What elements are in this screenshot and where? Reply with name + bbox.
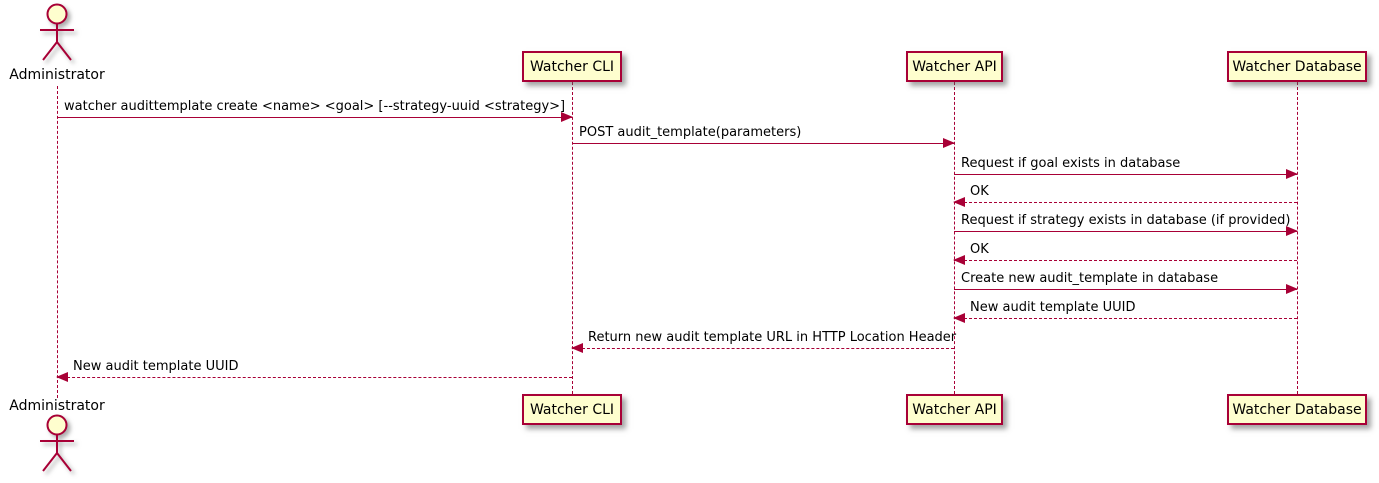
lifeline-watcher-database	[1297, 82, 1298, 394]
participant-watcher-database-top: Watcher Database	[1227, 51, 1367, 82]
arrowhead-left-icon	[953, 255, 965, 265]
participant-watcher-api-bottom: Watcher API	[906, 394, 1003, 425]
message-8: New audit template UUID	[953, 300, 1297, 323]
message-7: Create new audit_template in database	[954, 271, 1298, 294]
message-label: Request if goal exists in database	[961, 156, 1181, 171]
message-9: Return new audit template URL in HTTP Lo…	[571, 330, 957, 353]
message-label: OK	[970, 242, 989, 257]
lifeline-watcher-cli	[572, 82, 573, 394]
participant-label: Watcher API	[912, 58, 997, 75]
arrowhead-right-icon	[561, 112, 573, 122]
message-label: Create new audit_template in database	[961, 271, 1219, 286]
message-label: New audit template UUID	[970, 300, 1136, 315]
participant-label: Watcher Database	[1232, 401, 1362, 418]
lifeline-administrator	[57, 86, 58, 398]
message-label: OK	[970, 184, 989, 199]
arrowhead-right-icon	[943, 138, 955, 148]
arrowhead-left-icon	[953, 197, 965, 207]
actor-label-administrator-bottom: Administrator	[9, 398, 105, 414]
participant-label: Watcher Database	[1232, 58, 1362, 75]
arrowhead-left-icon	[571, 343, 583, 353]
message-6: OK	[953, 242, 1297, 265]
message-label: Request if strategy exists in database (…	[961, 213, 1291, 228]
participant-label: Watcher CLI	[529, 401, 615, 418]
message-label: POST audit_template(parameters)	[579, 125, 802, 140]
participant-label: Watcher CLI	[529, 58, 615, 75]
lifeline-watcher-api	[954, 82, 955, 394]
arrowhead-right-icon	[1286, 226, 1298, 236]
message-5: Request if strategy exists in database (…	[954, 213, 1298, 236]
administrator-actor-icon	[40, 3, 74, 61]
participant-watcher-cli-bottom: Watcher CLI	[522, 394, 622, 425]
message-label: watcher audittemplate create <name> <goa…	[64, 99, 566, 114]
participant-watcher-api-top: Watcher API	[906, 51, 1003, 82]
message-10: New audit template UUID	[56, 359, 572, 382]
message-4: OK	[953, 184, 1297, 207]
administrator-actor-icon-bottom	[40, 414, 74, 472]
participant-watcher-database-bottom: Watcher Database	[1227, 394, 1367, 425]
message-3: Request if goal exists in database	[954, 156, 1298, 179]
arrowhead-right-icon	[1286, 169, 1298, 179]
arrowhead-left-icon	[56, 372, 68, 382]
arrowhead-left-icon	[953, 313, 965, 323]
arrowhead-right-icon	[1286, 284, 1298, 294]
participant-watcher-cli-top: Watcher CLI	[522, 51, 622, 82]
message-1: watcher audittemplate create <name> <goa…	[57, 99, 573, 122]
message-label: Return new audit template URL in HTTP Lo…	[588, 330, 957, 345]
message-label: New audit template UUID	[73, 359, 239, 374]
participant-label: Watcher API	[912, 401, 997, 418]
message-2: POST audit_template(parameters)	[572, 125, 955, 148]
actor-label-administrator-top: Administrator	[9, 67, 105, 83]
